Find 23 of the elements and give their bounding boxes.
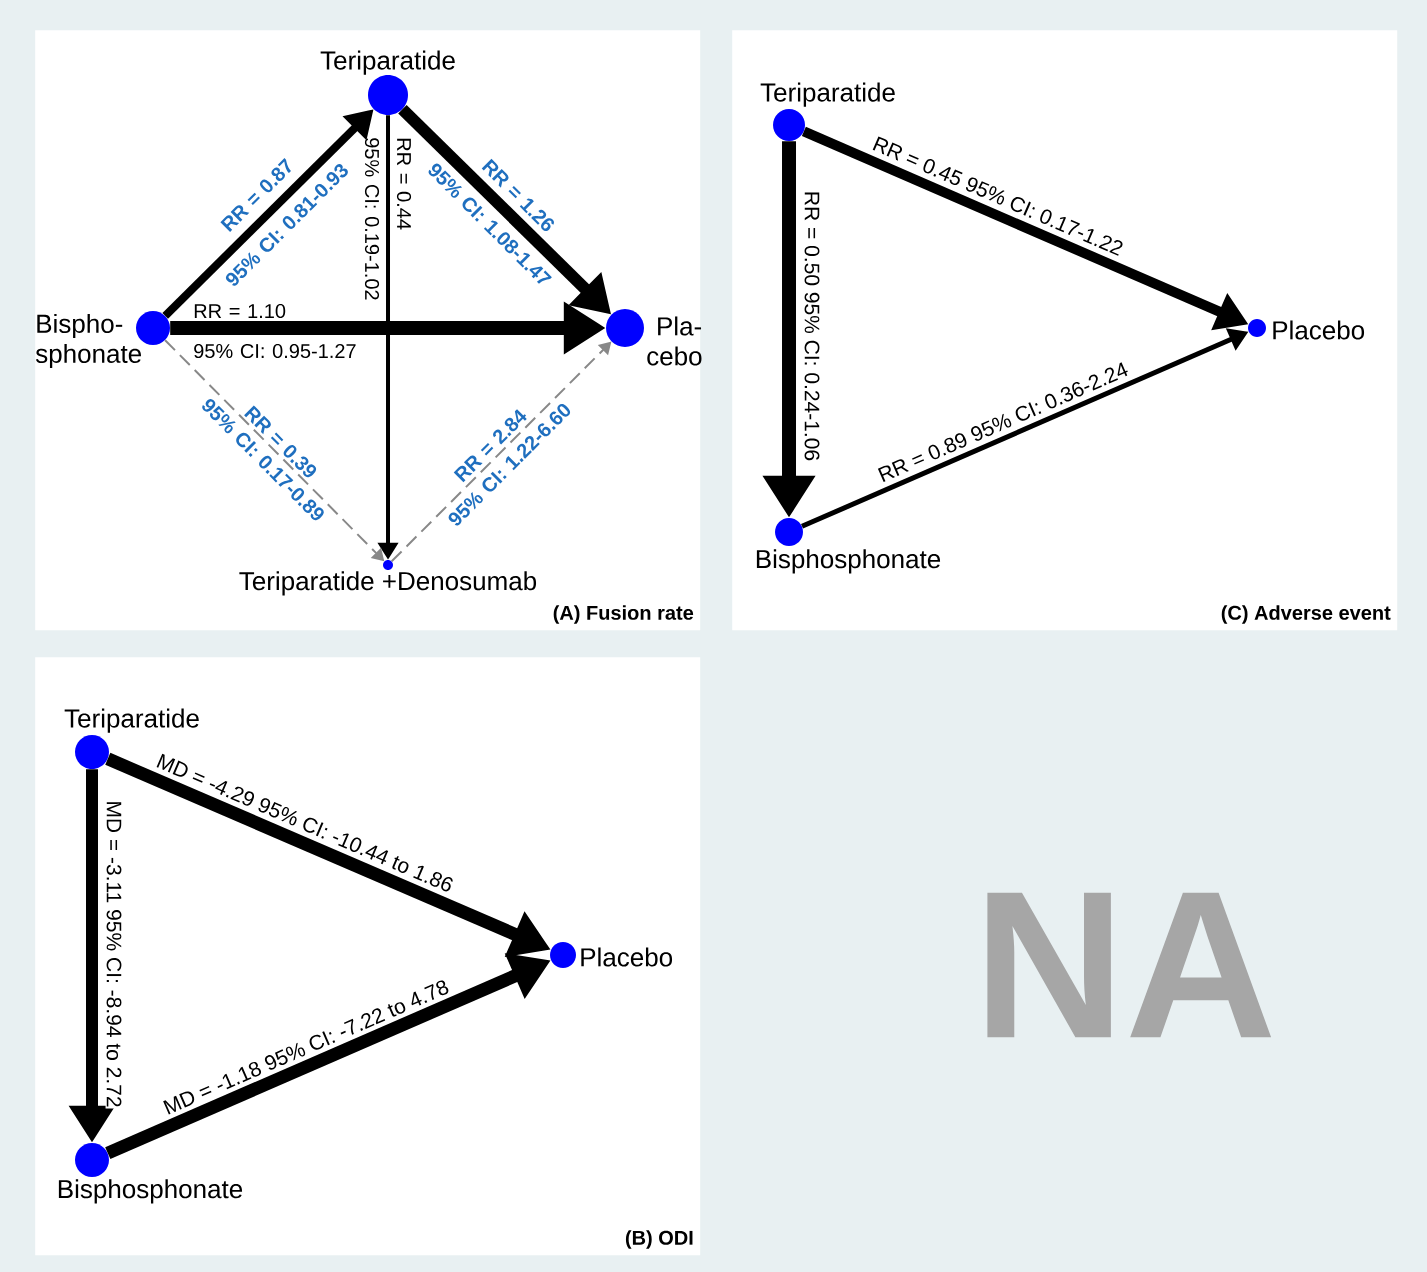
network-node: Bisphosphonate — [756, 518, 941, 574]
node-label: Bisphosphonate — [756, 549, 941, 574]
edge-label: MD = -1.18 95% CI: -7.22 to 4.78 — [160, 977, 452, 1117]
node-label: Teriparatide — [64, 708, 199, 733]
network-node: Bispho- sphonate — [35, 311, 170, 369]
node-label: Teriparatide — [320, 50, 455, 75]
network-node: Bisphosphonate — [58, 1143, 243, 1204]
node-label: Placebo — [1273, 320, 1365, 340]
network-node: Placebo — [1248, 319, 1365, 340]
node-label: Pla- cebo — [647, 316, 702, 366]
network-node: Teriparatide — [320, 50, 455, 115]
network-node: Pla- cebo — [606, 309, 702, 366]
network-node: Teriparatide +Denosumab — [239, 560, 537, 596]
node-label: Teriparatide — [760, 82, 895, 107]
network-node: Placebo — [550, 942, 673, 968]
node-label: Bispho- sphonate — [35, 313, 142, 369]
edge-label: RR = 1.10 95% CI: 0.95-1.27 — [194, 303, 356, 359]
na-text: NA — [987, 892, 1272, 1038]
edge-label: MD = -4.29 95% CI: -10.44 to 1.86 — [153, 751, 457, 895]
node-label: Teriparatide +Denosumab — [239, 571, 537, 596]
node-label: Bisphosphonate — [58, 1179, 243, 1204]
node-label: Placebo — [581, 947, 673, 967]
edge-label: RR = 0.44 95% CI: 0.19-1.02 — [364, 138, 412, 300]
